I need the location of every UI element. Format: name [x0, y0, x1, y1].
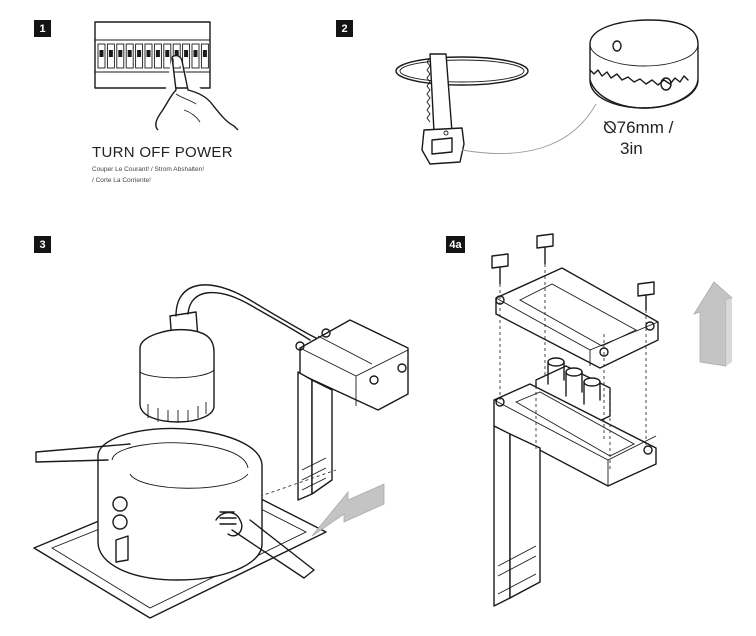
breaker-toggle [202, 50, 207, 57]
arrow-icon [311, 483, 385, 537]
breaker-toggle [127, 50, 132, 57]
breaker-switch [182, 43, 191, 69]
breaker-switch [191, 43, 200, 69]
arrow-up-icon [693, 281, 733, 367]
breaker-toggle [184, 50, 189, 57]
saw-to-holesaw-connector [461, 103, 597, 154]
breaker-toggle [193, 50, 198, 57]
breaker-toggle [99, 50, 104, 57]
turn-off-power-title: TURN OFF POWER [92, 144, 233, 161]
lamp-holder-icon [139, 311, 215, 423]
cable [175, 284, 317, 339]
turn-off-power-translation-2: / Corte La Corriente! [92, 177, 151, 184]
step-3-badge: 3 [34, 236, 51, 253]
breaker-switch [200, 43, 209, 69]
breaker-switch [106, 43, 115, 69]
breaker-switch [116, 43, 125, 69]
breaker-switch [125, 43, 134, 69]
hole-size-mm: 76mm / [616, 118, 674, 137]
hole-saw-icon [589, 19, 699, 109]
saw-icon [421, 53, 465, 165]
step-4a-badge: 4a [446, 236, 465, 253]
assembly-guide-lines [499, 264, 647, 470]
junction-box-base [493, 383, 657, 607]
breaker-switch [97, 43, 106, 69]
step-1-badge: 1 [34, 20, 51, 37]
breaker-toggle [108, 50, 113, 57]
step-2-badge: 2 [336, 20, 353, 37]
breaker-toggle [165, 50, 170, 57]
breaker-switch [163, 43, 172, 69]
junction-box-cover [495, 267, 659, 369]
breaker-switch [144, 43, 153, 69]
breaker-toggle [146, 50, 151, 57]
breaker-toggle [174, 50, 179, 57]
breaker-panel-icon [94, 21, 211, 89]
ceiling-hole [395, 56, 529, 86]
breaker-toggle [118, 50, 123, 57]
downlight-fitting-icon [33, 427, 327, 619]
turn-off-power-translation-1: Couper Le Courant! / Strom Abshalten! [92, 166, 205, 173]
hole-diameter-label: ⦰76mm / [603, 118, 673, 138]
breaker-toggle [155, 50, 160, 57]
hand-icon [155, 54, 239, 131]
diameter-symbol: ⦰ [603, 118, 617, 137]
breaker-switch [153, 43, 162, 69]
cable-inner [187, 291, 311, 341]
breaker-switch [135, 43, 144, 69]
junction-box-icon [295, 319, 409, 501]
hole-size-in: 3in [620, 139, 643, 158]
breaker-toggle [137, 50, 142, 57]
